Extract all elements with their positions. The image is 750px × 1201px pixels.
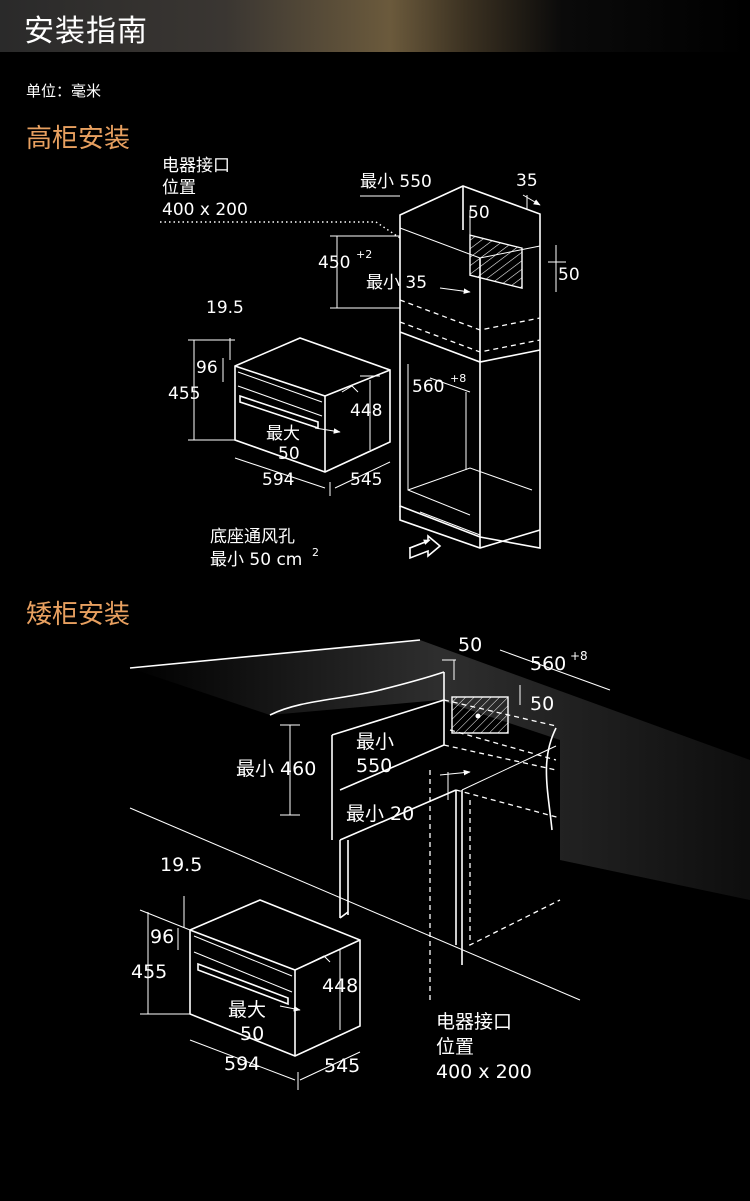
tall-w594: 594 xyxy=(262,470,294,490)
tall-h450-sup: +2 xyxy=(356,248,372,261)
short-min550: 550 xyxy=(356,755,392,777)
tall-h450: 450 xyxy=(318,253,350,273)
short-d545: 545 xyxy=(324,1055,360,1077)
short-section-title: 矮柜安装 xyxy=(26,600,131,630)
tall-vent-line2: 最小 50 cm xyxy=(210,550,302,570)
short-d455: 455 xyxy=(131,961,167,983)
tall-w560: 560 xyxy=(412,377,444,397)
short-max: 最大 xyxy=(228,999,266,1021)
short-cabinet xyxy=(331,696,561,1000)
short-socket-line2: 位置 xyxy=(436,1036,474,1058)
tall-max50: 50 xyxy=(278,444,300,464)
short-d19-5: 19.5 xyxy=(160,854,202,876)
short-w560-sup: +8 xyxy=(570,649,588,663)
tall-max: 最大 xyxy=(266,424,300,444)
unit-label: 单位：毫米 xyxy=(26,82,102,100)
tall-d19-5: 19.5 xyxy=(206,298,244,318)
tall-d455: 455 xyxy=(168,384,200,404)
short-max50: 50 xyxy=(240,1023,264,1045)
tall-d448: 448 xyxy=(350,401,382,421)
tall-vent-line1: 底座通风孔 xyxy=(210,527,295,547)
tall-d50b: 50 xyxy=(558,265,580,285)
short-min460: 最小 460 xyxy=(236,758,316,780)
tall-cabinet xyxy=(399,185,541,560)
tall-socket-size: 400 x 200 xyxy=(162,200,248,220)
tall-d50a: 50 xyxy=(468,203,490,223)
short-socket-line1: 电器接口 xyxy=(436,1011,512,1033)
page-title: 安装指南 xyxy=(24,14,148,49)
header-bar: 安装指南 xyxy=(0,0,750,52)
tall-oven xyxy=(188,337,391,496)
tall-socket-line2: 位置 xyxy=(162,178,196,198)
short-dimensions xyxy=(280,649,611,816)
short-oven xyxy=(139,896,361,1090)
tall-dimensions xyxy=(160,194,566,470)
tall-d96: 96 xyxy=(196,358,218,378)
short-min20: 最小 20 xyxy=(346,803,414,825)
tall-d545: 545 xyxy=(350,470,382,490)
tall-d35: 35 xyxy=(516,171,538,191)
short-d50right: 50 xyxy=(530,693,554,715)
tall-socket-line1: 电器接口 xyxy=(162,156,230,176)
short-w594: 594 xyxy=(224,1053,260,1075)
tall-section-title: 高柜安装 xyxy=(26,124,131,154)
tall-w560-sup: +8 xyxy=(450,372,466,385)
short-d448: 448 xyxy=(322,975,358,997)
tall-vent-sup: 2 xyxy=(312,546,319,559)
short-min: 最小 xyxy=(356,731,394,753)
tall-min35: 最小 35 xyxy=(366,273,427,293)
short-w560: 560 xyxy=(530,653,566,675)
short-countertop xyxy=(129,639,750,1001)
short-d50top: 50 xyxy=(458,634,482,656)
short-d96: 96 xyxy=(150,926,174,948)
short-socket-size: 400 x 200 xyxy=(436,1061,532,1083)
tall-min550: 最小 550 xyxy=(360,172,432,192)
